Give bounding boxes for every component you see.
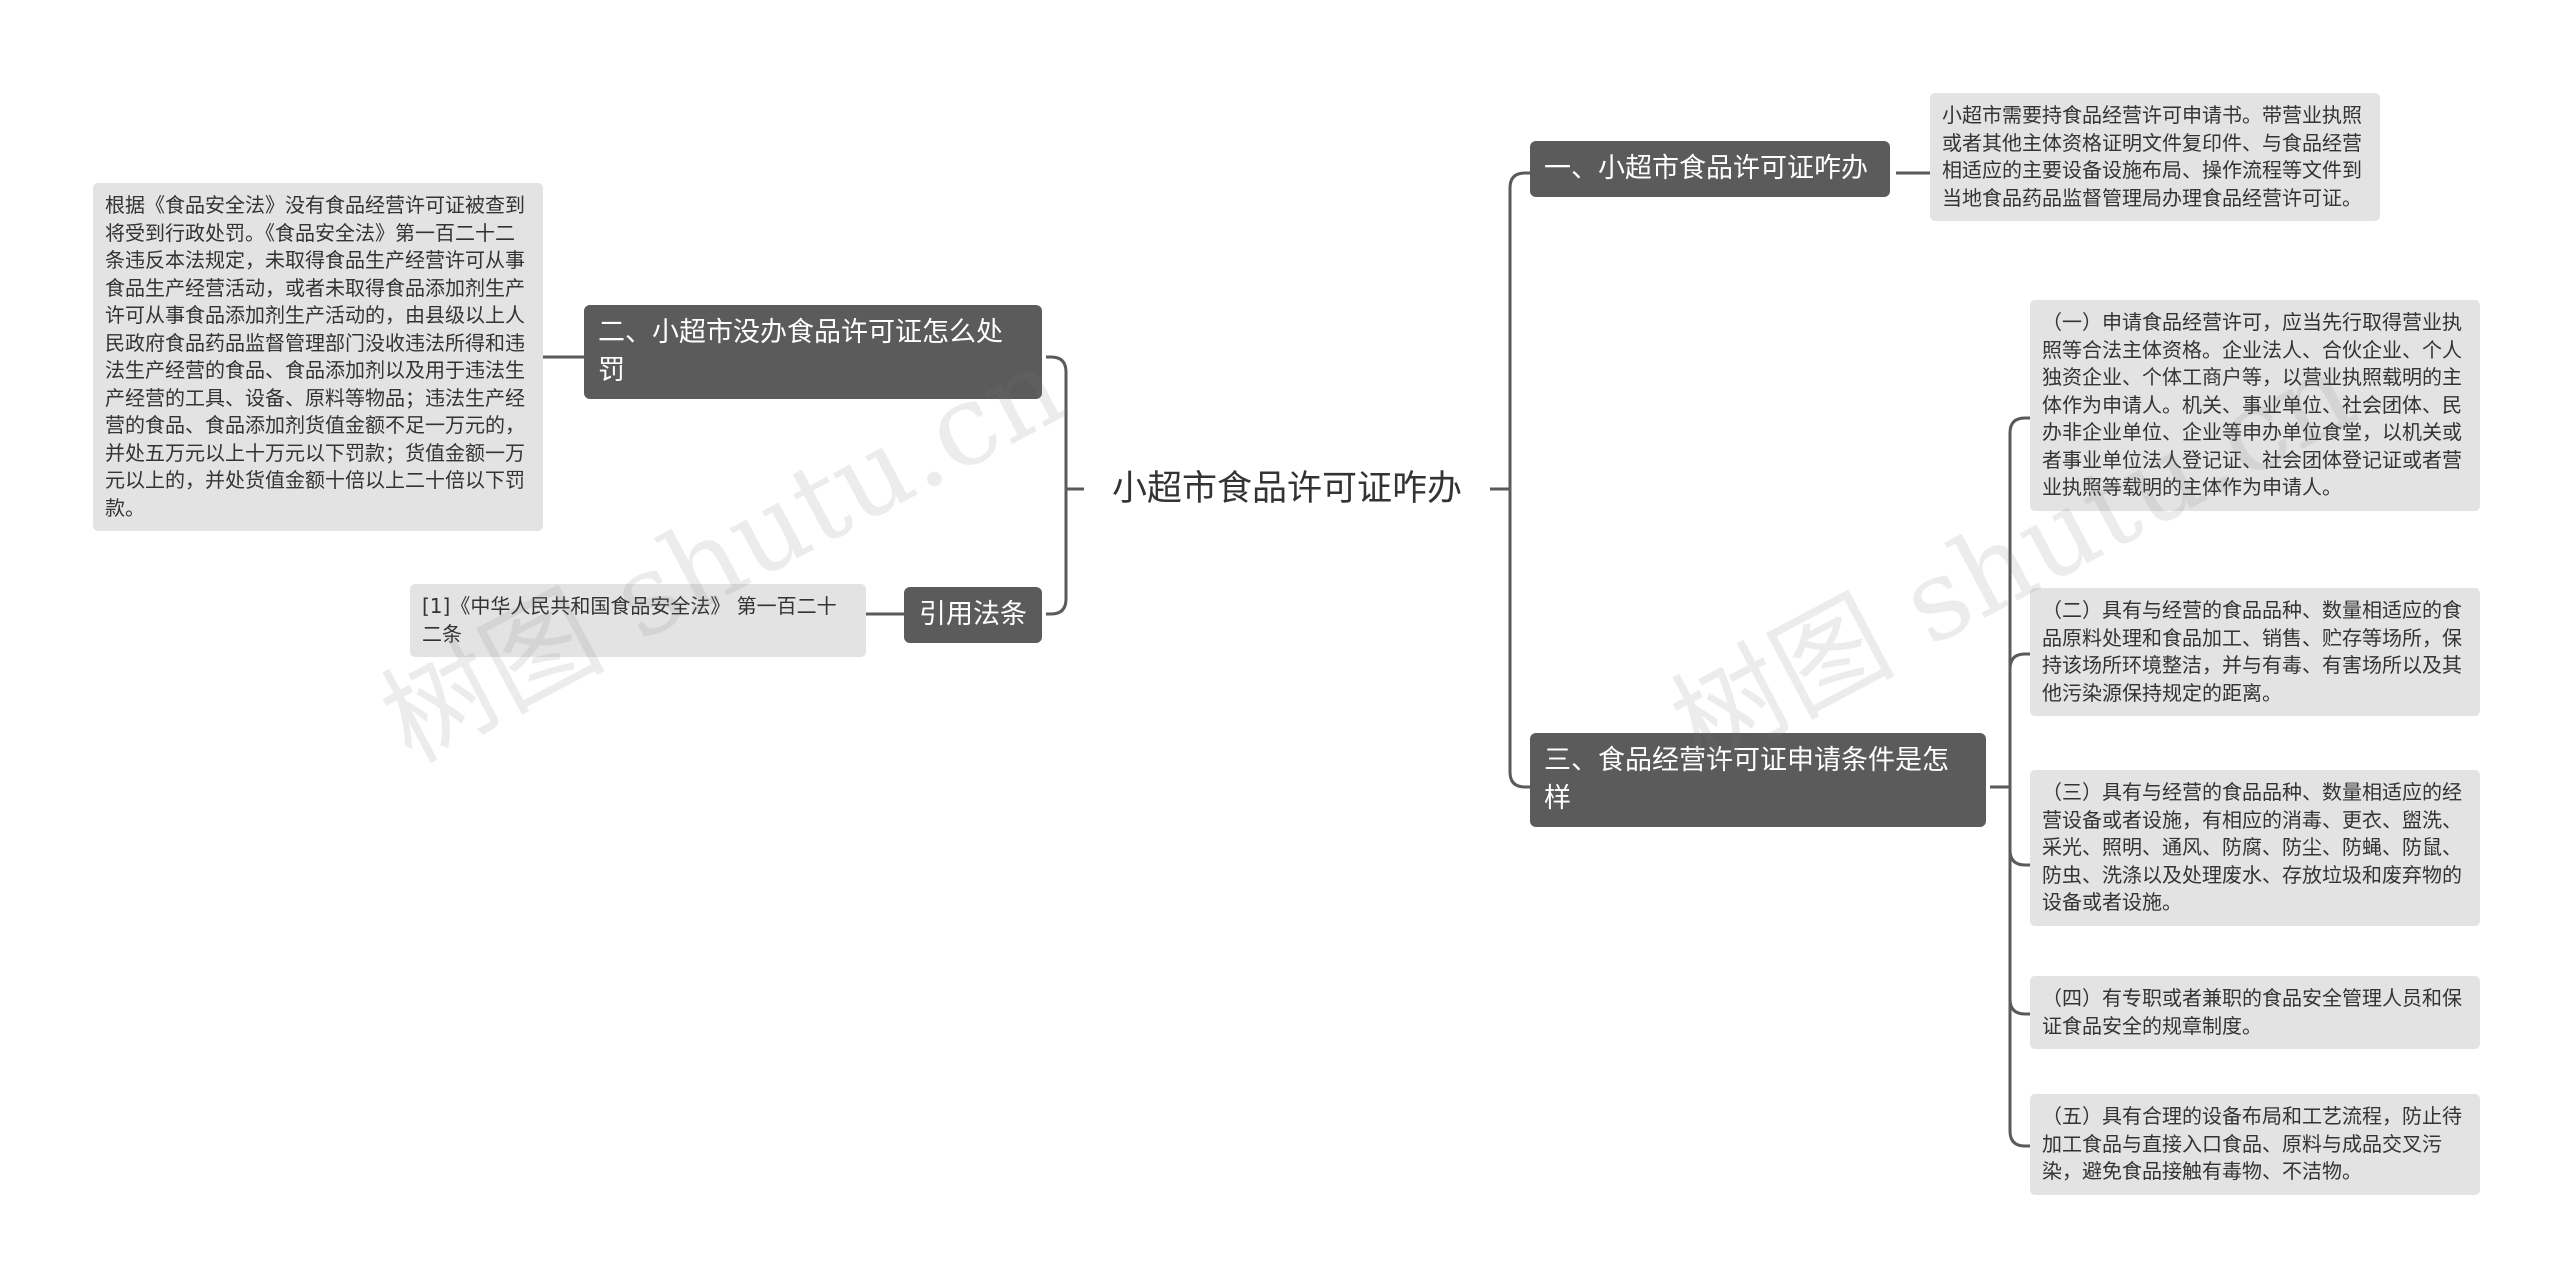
link-trunk-right [1508, 171, 1530, 489]
condition-5[interactable]: （五）具有合理的设备布局和工艺流程，防止待加工食品与直接入口食品、原料与成品交叉… [2030, 1094, 2480, 1195]
link-b3-c3 [2008, 787, 2030, 867]
branch-1-note[interactable]: 小超市需要持食品经营许可申请书。带营业执照或者其他主体资格证明文件复印件、与食品… [1930, 93, 2380, 221]
link-trunk-left-lower [1046, 489, 1068, 616]
branch-3-application-conditions[interactable]: 三、食品经营许可证申请条件是怎样 [1530, 733, 1986, 827]
condition-4-text: （四）有专职或者兼职的食品安全管理人员和保证食品安全的规章制度。 [2042, 986, 2462, 1038]
root-topic[interactable]: 小超市食品许可证咋办 [1111, 469, 1462, 509]
condition-2-text: （二）具有与经营的食品品种、数量相适应的食品原料处理和食品加工、销售、贮存等场所… [2042, 598, 2462, 705]
branch-1-label: 一、小超市食品许可证咋办 [1544, 153, 1868, 184]
branch-4-cited-law[interactable]: 引用法条 [904, 587, 1042, 643]
branch-4-label: 引用法条 [919, 599, 1027, 630]
link-b3-c1 [2008, 416, 2030, 787]
branch-2-note[interactable]: 根据《食品安全法》没有食品经营许可证被查到将受到行政处罚。《食品安全法》第一百二… [93, 183, 543, 531]
link-b3-c5 [2008, 787, 2030, 1148]
branch-2-note-text: 根据《食品安全法》没有食品经营许可证被查到将受到行政处罚。《食品安全法》第一百二… [105, 193, 525, 520]
condition-2[interactable]: （二）具有与经营的食品品种、数量相适应的食品原料处理和食品加工、销售、贮存等场所… [2030, 588, 2480, 716]
condition-3[interactable]: （三）具有与经营的食品品种、数量相适应的经营设备或者设施，有相应的消毒、更衣、盥… [2030, 770, 2480, 926]
condition-1[interactable]: （一）申请食品经营许可，应当先行取得营业执照等合法主体资格。企业法人、合伙企业、… [2030, 300, 2480, 511]
branch-2-label: 二、小超市没办食品许可证怎么处罚 [598, 317, 1003, 386]
condition-3-text: （三）具有与经营的食品品种、数量相适应的经营设备或者设施，有相应的消毒、更衣、盥… [2042, 780, 2462, 914]
branch-1-note-text: 小超市需要持食品经营许可申请书。带营业执照或者其他主体资格证明文件复印件、与食品… [1942, 103, 2362, 210]
branch-1-how-to-get-license[interactable]: 一、小超市食品许可证咋办 [1530, 141, 1890, 197]
link-trunk-left-upper [1046, 355, 1068, 489]
link-b3-c2 [2008, 652, 2030, 787]
link-trunk-right-lower [1508, 489, 1530, 789]
branch-3-label: 三、食品经营许可证申请条件是怎样 [1544, 745, 1949, 814]
branch-2-penalty[interactable]: 二、小超市没办食品许可证怎么处罚 [584, 305, 1042, 399]
condition-4[interactable]: （四）有专职或者兼职的食品安全管理人员和保证食品安全的规章制度。 [2030, 976, 2480, 1049]
branch-4-note-text: [1]《中华人民共和国食品安全法》 第一百二十二条 [422, 594, 837, 646]
link-b3-c4 [2008, 787, 2030, 1016]
condition-1-text: （一）申请食品经营许可，应当先行取得营业执照等合法主体资格。企业法人、合伙企业、… [2042, 310, 2462, 499]
condition-5-text: （五）具有合理的设备布局和工艺流程，防止待加工食品与直接入口食品、原料与成品交叉… [2042, 1104, 2462, 1183]
branch-4-note[interactable]: [1]《中华人民共和国食品安全法》 第一百二十二条 [410, 584, 866, 657]
